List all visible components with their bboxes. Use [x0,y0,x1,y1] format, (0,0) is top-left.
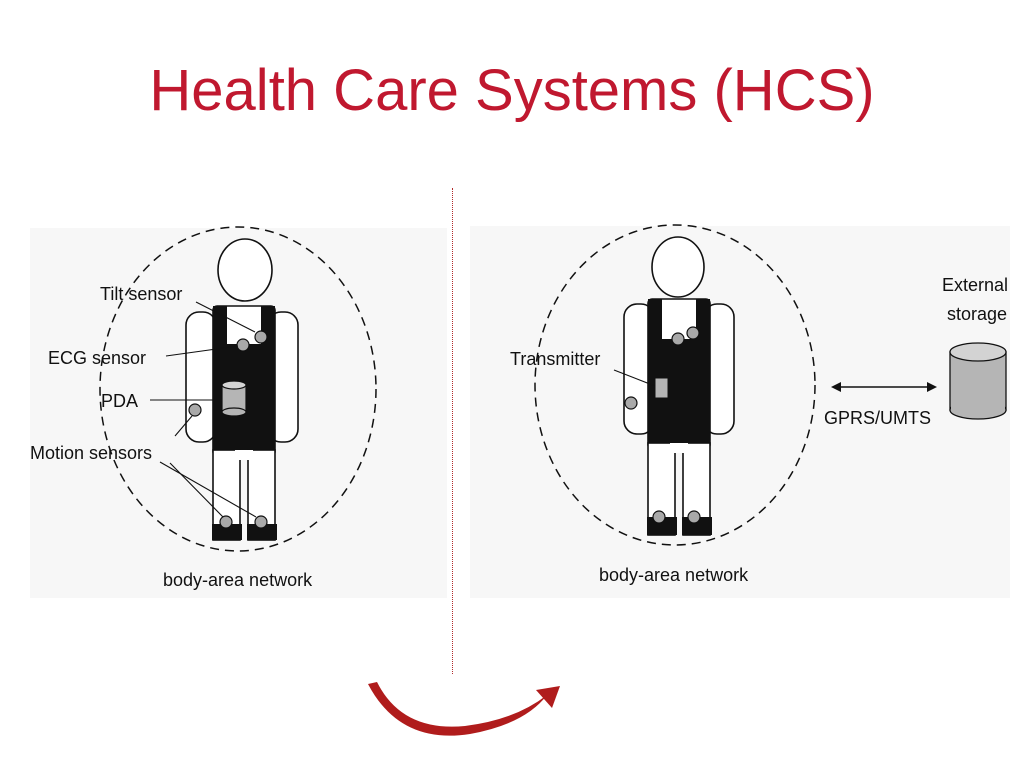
pda-device-icon [221,380,247,417]
gprs-umts-label: GPRS/UMTS [824,408,931,428]
right-tilt-sensor-dot [686,326,700,340]
external-storage-label-line2: storage [947,304,1007,324]
pda-label: PDA [101,391,138,411]
right-diagram-panel [470,226,1010,598]
left-foot-sensor-dot [219,515,233,529]
right-human-figure [623,236,735,536]
external-storage-icon [949,342,1007,420]
left-body-area-network: Tilt sensor ECG sensor PDA Motion sensor… [30,226,377,590]
motion-sensors-label: Motion sensors [30,443,152,463]
ecg-sensor-label: ECG sensor [48,348,146,368]
transmitter-leader-line [613,369,656,387]
right-network-label: body-area network [599,565,749,585]
right-ecg-sensor-dot [671,332,685,346]
left-network-boundary [99,226,377,552]
curved-transition-arrow-icon [368,682,560,736]
right-arm-sensor-dot [624,396,638,410]
left-leader-lines [150,301,257,518]
dotted-divider [452,188,453,674]
arm-sensor-dot [188,403,202,417]
right-body-area-network: Transmitter body-area network GPRS/UMTS … [510,224,1008,585]
slide-title: Health Care Systems (HCS) [149,58,875,123]
right-network-boundary [534,224,816,546]
ecg-sensor-dot [236,338,250,352]
right-foot-sensor-dot [254,515,268,529]
tilt-sensor-dot [254,330,268,344]
left-network-label: body-area network [163,570,313,590]
tilt-sensor-label: Tilt sensor [100,284,182,304]
transmitter-icon [654,377,669,399]
right-left-foot-sensor-dot [652,510,666,524]
right-right-foot-sensor-dot [687,510,701,524]
external-storage-label-line1: External [942,275,1008,295]
transmitter-label: Transmitter [510,349,600,369]
